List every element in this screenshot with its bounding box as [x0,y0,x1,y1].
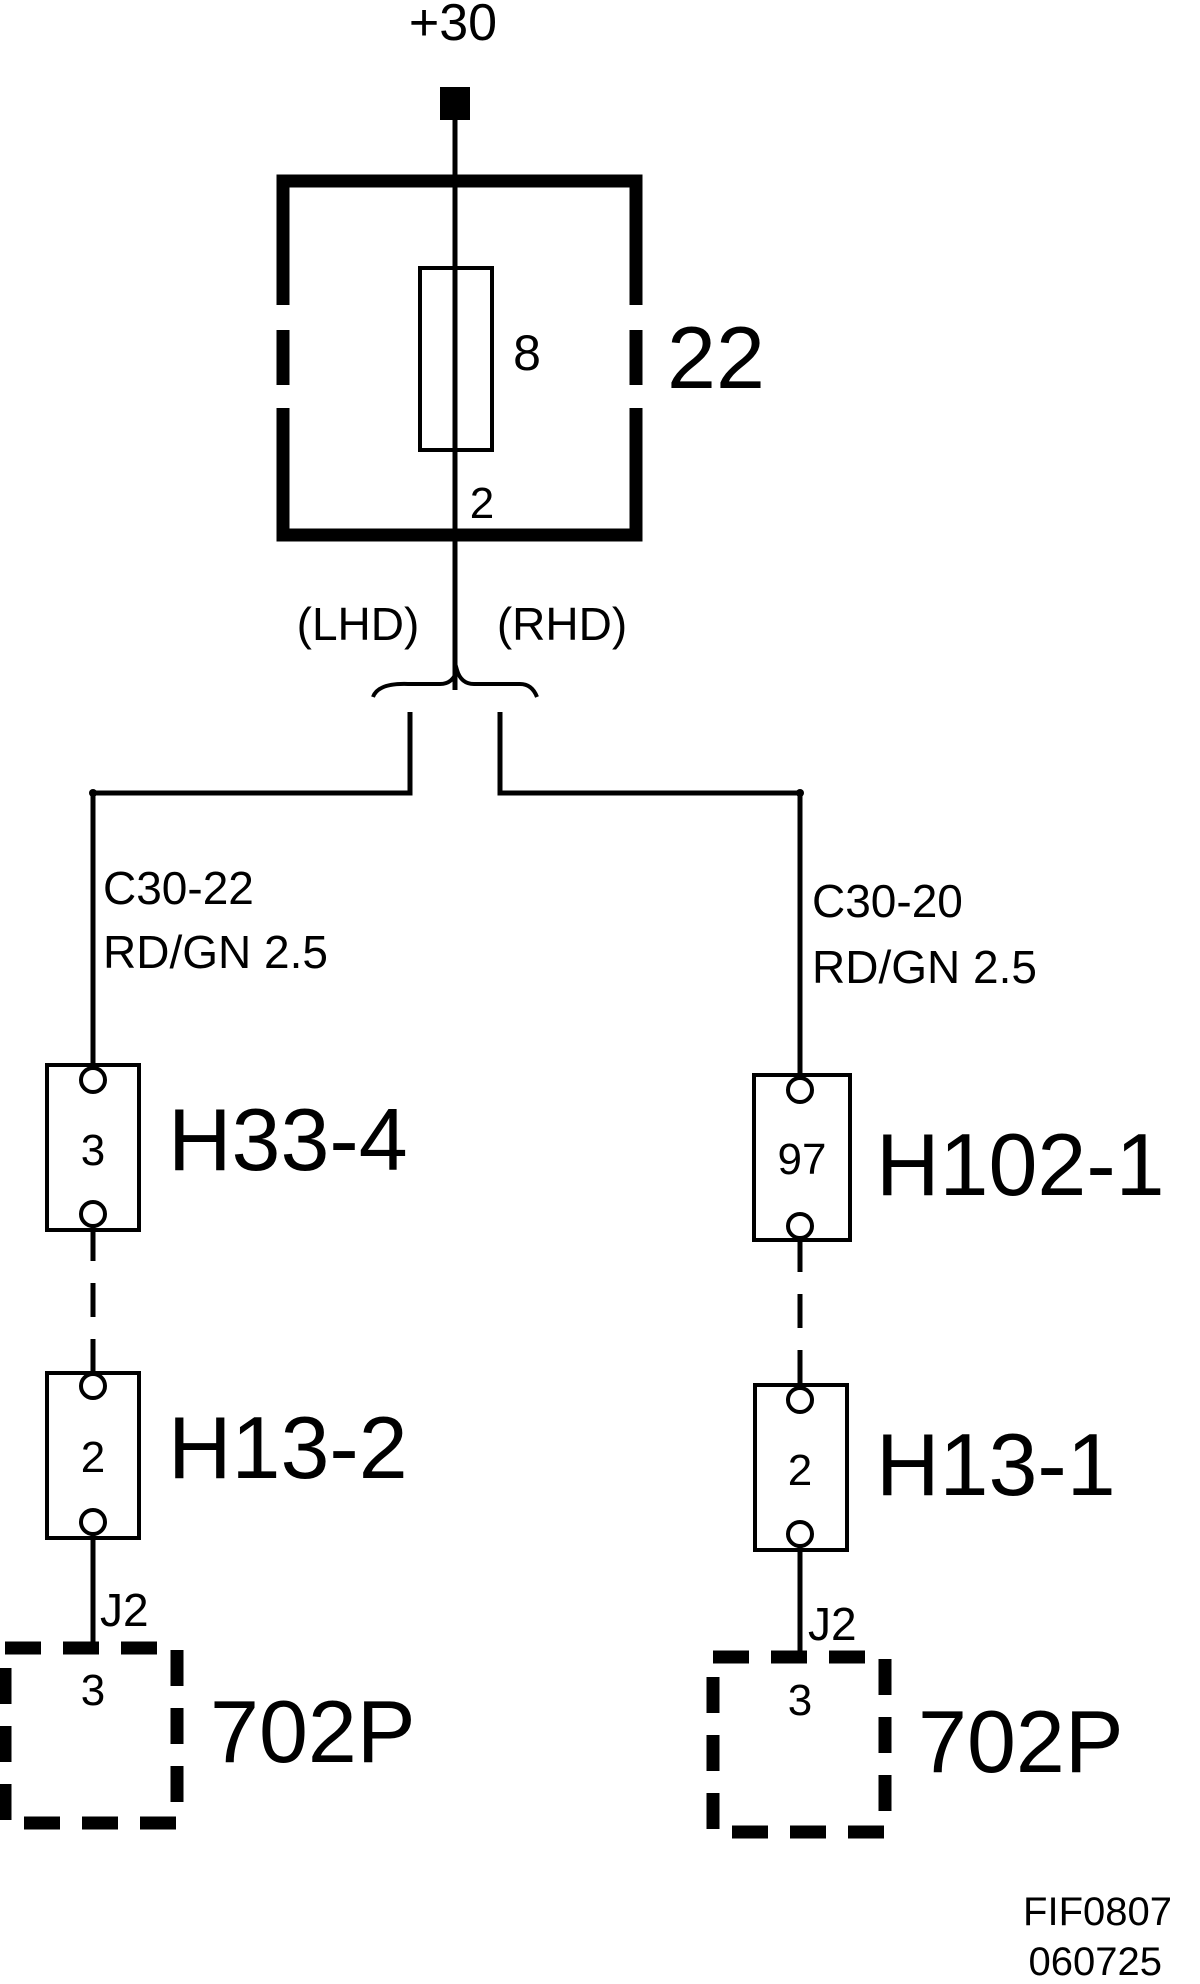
lhd-wire-spec: RD/GN 2.5 [103,926,328,978]
rhd-wire-corner [796,789,804,797]
connector-h102-1-pin-top [786,1076,814,1104]
component-702p-left-label: 702P [210,1682,416,1781]
connector-h33-4-pin-top [79,1066,107,1094]
connector-h13-2-label: H13-2 [168,1398,408,1497]
connector-h13-1-label: H13-1 [876,1415,1116,1514]
connector-h33-4-label: H33-4 [168,1090,408,1189]
rhd-wire-spec: RD/GN 2.5 [812,941,1037,993]
fuse-box-outline [276,174,643,542]
connector-h102-1-label: H102-1 [876,1115,1165,1214]
component-702p-left [0,1641,184,1830]
footer-code: FIF0807 [1023,1890,1172,1934]
fuse-output-pin: 2 [470,479,494,528]
footer-date: 060725 [1029,1940,1162,1984]
rhd-junction-label: J2 [808,1598,857,1650]
connector-h13-1-pin-bottom [786,1520,814,1548]
variant-rhd-label: (RHD) [497,598,627,650]
connector-h33-4-pin: 3 [81,1126,105,1175]
supply-label: +30 [409,0,497,52]
component-702p-left-pin: 3 [81,1666,105,1715]
component-702p-right-pin: 3 [788,1676,812,1725]
lhd-wire-id: C30-22 [103,862,254,914]
connector-h13-1-pin-top [786,1386,814,1414]
lhd-wire [90,712,413,1072]
fuse-box-id: 22 [667,308,765,407]
connector-h13-2-pin: 2 [81,1433,105,1482]
lhd-junction-label: J2 [100,1584,149,1636]
branch-wires [90,712,803,1080]
connector-h102-1-pin: 97 [778,1135,827,1184]
connector-h13-2-pin-top [79,1372,107,1400]
variant-brace [371,662,539,698]
connector-h13-1-pin: 2 [788,1446,812,1495]
lhd-wire-corner [89,789,97,797]
component-702p-right [706,1650,892,1839]
fuse-number: 8 [513,325,541,381]
connector-h13-2-pin-bottom [79,1508,107,1536]
rhd-wire-id: C30-20 [812,875,963,927]
rhd-wire [497,712,803,1080]
component-702p-right-label: 702P [918,1692,1124,1791]
connector-h33-4-pin-bottom [79,1200,107,1228]
variant-lhd-label: (LHD) [297,598,420,650]
connector-h102-1-pin-bottom [786,1212,814,1240]
